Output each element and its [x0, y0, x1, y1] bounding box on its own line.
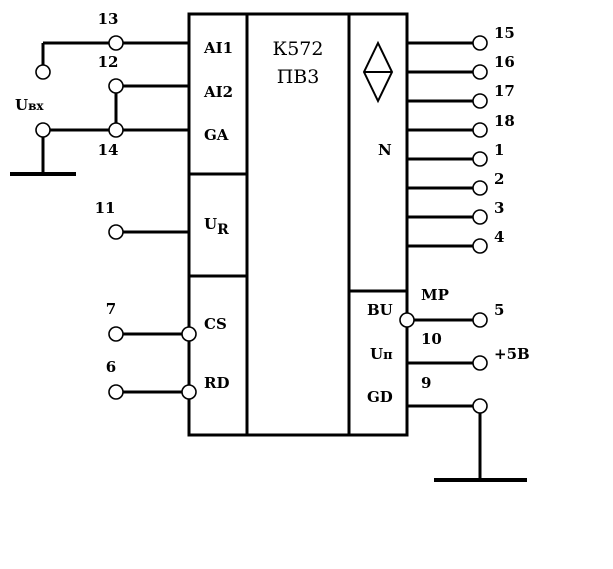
pin-number-3: 3 [494, 199, 504, 217]
signal-supply-voltage: Uп [370, 345, 393, 363]
terminal-pin-1 [472, 151, 488, 167]
inversion-bubble-cs [181, 326, 197, 342]
inversion-bubble-bu [399, 312, 415, 328]
pin-number-15: 15 [494, 24, 515, 42]
terminal-input [35, 122, 51, 138]
inversion-bubble-rd [181, 384, 197, 400]
pin-number-5: 5 [494, 301, 504, 319]
signal-rd: RD [204, 374, 229, 392]
pin-number-1: 1 [494, 141, 504, 159]
right-wiring [407, 41, 482, 479]
chip-name: К572 [273, 38, 324, 60]
signal-reference-voltage: UR [204, 215, 229, 238]
chip-body [187, 12, 409, 437]
terminal-pin-9 [472, 398, 488, 414]
terminal-pin-4 [472, 238, 488, 254]
input-voltage-label: Uвх [15, 96, 44, 114]
terminal-pin-6 [108, 384, 124, 400]
pin-number-6: 6 [106, 358, 116, 376]
terminal-pin-3 [472, 209, 488, 225]
terminal-pin-16 [472, 64, 488, 80]
terminal-pin-5 [472, 312, 488, 328]
terminal-pin-11 [108, 224, 124, 240]
pin-number-17: 17 [494, 82, 515, 100]
signal-ai2: AI2 [203, 83, 233, 101]
signal-mp: MP [421, 286, 449, 304]
signal-cs: CS [204, 315, 227, 333]
terminal-pin-15 [472, 35, 488, 51]
terminal-pin-10 [472, 355, 488, 371]
pin-number-10: 10 [421, 330, 442, 348]
signal-n: N [378, 141, 392, 159]
terminal-pin-13 [108, 35, 124, 51]
pin-number-4: 4 [494, 228, 504, 246]
pin-number-11: 11 [95, 199, 116, 217]
pin-number-12: 12 [98, 53, 119, 71]
pin-number-13: 13 [98, 10, 119, 28]
converter-symbol [362, 40, 394, 104]
terminal-pin-7 [108, 326, 124, 342]
chip-type: ПВ3 [277, 66, 320, 88]
terminal-pin-17 [472, 93, 488, 109]
signal-gd: GD [367, 388, 393, 406]
terminal-ground-13 [35, 64, 51, 80]
terminal-pin-14 [108, 122, 124, 138]
pin-number-18: 18 [494, 112, 515, 130]
signal-bu: BU [367, 301, 393, 319]
terminal-pin-12 [108, 78, 124, 94]
pin-number-14: 14 [98, 141, 119, 159]
signal-ai1: AI1 [203, 39, 233, 57]
supply-label: +5В [494, 345, 530, 363]
pin-number-16: 16 [494, 53, 515, 71]
pin-number-9: 9 [421, 374, 431, 392]
pin-number-7: 7 [106, 300, 116, 318]
terminal-pin-18 [472, 122, 488, 138]
terminal-pin-2 [472, 180, 488, 196]
pin-number-2: 2 [494, 170, 504, 188]
signal-ga: GA [204, 126, 229, 144]
chip-outline [187, 12, 409, 437]
